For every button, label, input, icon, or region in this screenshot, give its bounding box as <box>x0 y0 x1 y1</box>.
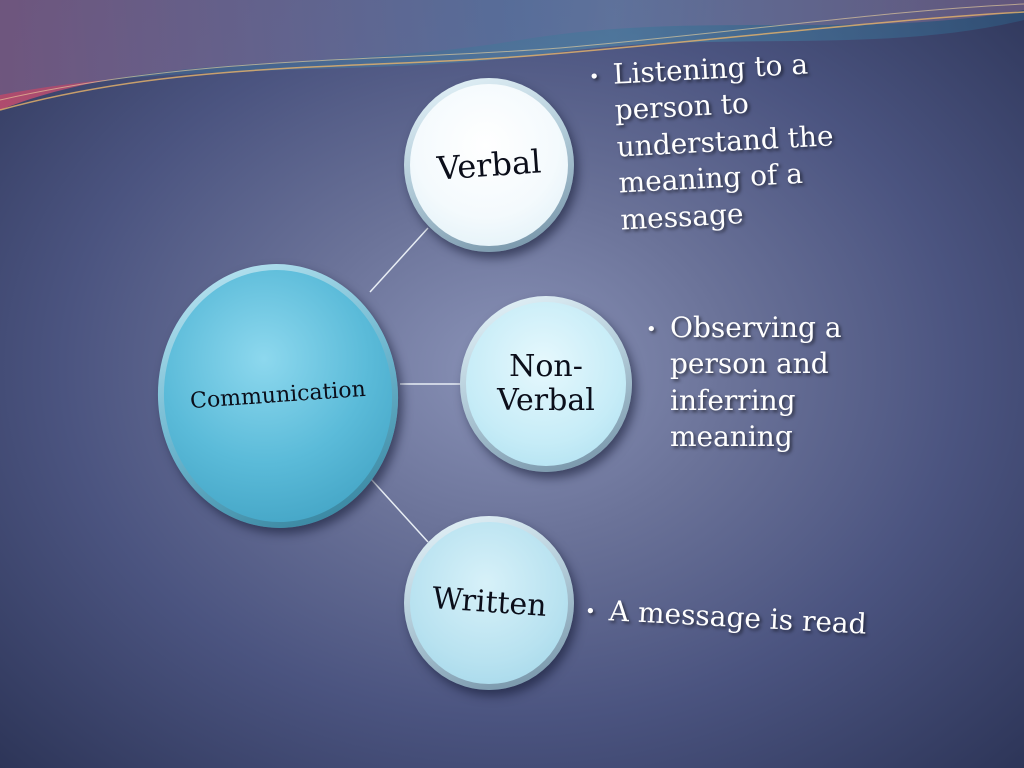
decorative-waves <box>0 0 1024 111</box>
bullet-glyph: • <box>646 319 657 340</box>
connector-written <box>369 477 429 543</box>
branch-node-verbal-fill: Verbal <box>410 84 568 246</box>
center-node-label: Communication <box>189 377 367 415</box>
bullet-glyph: • <box>584 600 597 623</box>
branch-node-written-fill: Written <box>410 522 568 684</box>
branch-node-written: Written <box>404 516 574 690</box>
branch-node-nonverbal-fill: Non-Verbal <box>466 302 626 466</box>
bullet-text-verbal: Listening to a person to understand the … <box>612 47 835 237</box>
branch-label-nonverbal: Non-Verbal <box>497 348 595 418</box>
bullet-nonverbal: • Observing a person and inferring meani… <box>646 310 876 456</box>
branch-node-verbal: Verbal <box>404 78 574 252</box>
bullet-text-nonverbal: Observing a person and inferring meaning <box>670 311 842 454</box>
connector-verbal <box>369 227 429 293</box>
branch-label-written: Written <box>430 580 548 624</box>
bullet-verbal: • Listening to a person to understand th… <box>588 44 867 240</box>
branch-node-nonverbal: Non-Verbal <box>460 296 632 472</box>
branch-label-verbal: Verbal <box>435 142 543 188</box>
